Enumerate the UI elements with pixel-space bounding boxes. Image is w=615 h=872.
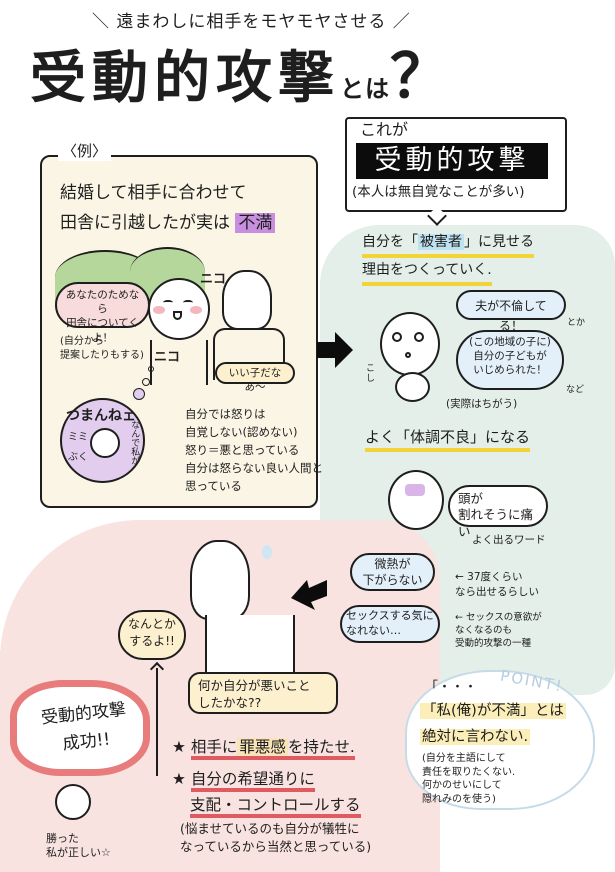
smug-face-illustration — [55, 784, 91, 820]
explanation-line: 自分は怒らない良い人間と — [185, 461, 323, 475]
thought-dot — [148, 366, 154, 372]
success-caption: 勝った 私が正しい☆ — [46, 832, 111, 860]
teary-eye-icon — [414, 332, 424, 342]
title-question-mark: ？ — [390, 42, 456, 112]
open-mouth-icon — [173, 311, 182, 320]
callout-term: 受動的攻撃 — [356, 143, 548, 179]
point-dots: 「・・・ — [425, 680, 478, 695]
title-suffix: とは — [340, 75, 390, 103]
arrow-right-icon — [317, 332, 353, 368]
illness-heading: よく「体調不良」になる — [365, 428, 531, 452]
thought-cloud-sfx: ミミ — [68, 432, 88, 443]
flow-arrow-line — [156, 668, 158, 776]
result-item-guilt: ★ 相手に罪悪感を持たせ. — [172, 738, 355, 760]
title-main: 受動的攻撃 — [30, 46, 340, 111]
thought-dot — [142, 378, 150, 386]
page-title: 受動的攻撃とは？ — [30, 40, 456, 115]
result-item-control: ★ 自分の希望通りに 支配・コントロールする — [172, 766, 361, 818]
baby-illustration — [395, 372, 430, 402]
sweat-drop-icon — [262, 545, 272, 559]
victim-highlight: 被害者 — [418, 234, 464, 250]
reality-note: (実際はちがう) — [446, 398, 518, 410]
blush-icon — [190, 306, 202, 314]
thought-cloud-sfx: ぶく — [68, 452, 88, 463]
success-burst-text: 受動的攻撃 成功!! — [40, 699, 127, 755]
explanation-line: 自覚しない(認めない) — [185, 425, 298, 439]
teary-eye-icon — [392, 332, 402, 342]
husband-face-illustration — [222, 270, 272, 330]
success-burst — [10, 680, 150, 776]
husband-speech-bubble: いい子だなあ〜 — [215, 362, 295, 393]
explanation-line: 自分では怒りは — [185, 407, 266, 421]
husband-body-illustration — [205, 615, 295, 675]
tears-sfx: こ し — [366, 364, 376, 384]
star-icon: ★ — [172, 770, 186, 788]
guilt-highlight: 罪悪感 — [237, 738, 288, 756]
thought-dot — [133, 388, 145, 400]
wife-speech-bubble: あなたのためなら 田舎についてくよ！ — [55, 282, 150, 344]
explanation-line: 思っている — [185, 479, 242, 493]
star-icon: ★ — [172, 738, 186, 756]
affair-speech-bubble: 夫が不倫してる！ — [456, 290, 566, 333]
affair-suffix: とか — [567, 318, 586, 328]
mouth-icon — [405, 352, 411, 358]
headache-face-illustration — [388, 470, 444, 530]
smile-sfx: ニコ — [154, 350, 181, 365]
husband-body-illustration — [213, 328, 285, 380]
libido-speech-bubble: セックスする気に なれない… — [340, 605, 440, 643]
point-statement: 「私(俺)が不満」とは 絶対に言わない. — [420, 703, 566, 745]
example-headline-line2: 田舎に引越したが実は — [60, 213, 230, 233]
wife-body-illustration — [150, 340, 208, 385]
bullying-speech-bubble: (この地域の子に) 自分の子どもが いじめられた！ — [456, 330, 564, 390]
bullying-suffix: など — [566, 385, 585, 395]
example-label: 〈例〉 — [58, 142, 112, 161]
callout-pre: これが — [360, 120, 409, 139]
blush-icon — [153, 306, 165, 314]
libido-note: ← セックスの意欲が なくなるのも 受動的攻撃の一種 — [455, 612, 542, 649]
dissatisfaction-highlight: 不満 — [235, 213, 276, 233]
example-headline-line1: 結婚して相手に合わせて — [60, 183, 247, 203]
victim-heading: 自分を「被害者」に見せる 理由をつくっていく. — [362, 230, 534, 286]
smile-eye-icon — [183, 300, 193, 305]
frown-lines-icon — [405, 484, 425, 496]
example-headline: 結婚して相手に合わせて 田舎に引越したが実は 不満 — [60, 178, 276, 238]
victim-line2: 理由をつくっていく. — [362, 258, 492, 286]
thought-cloud-side: なんで私が — [129, 420, 140, 465]
arrow-left-icon — [291, 580, 327, 610]
angry-face-illustration — [90, 428, 120, 458]
explanation-line: 怒り＝悪と思っている — [185, 443, 300, 457]
smile-sfx: ニコ — [200, 272, 227, 287]
example-explanation: 自分では怒りは 自覚しない(認めない) 怒り＝悪と思っている 自分は怒らない良い… — [185, 405, 323, 495]
headache-note: よく出るワード — [472, 534, 546, 546]
fever-note: ← 37度くらい なら出せるらしい — [455, 571, 539, 598]
thought-cloud-main: つまんねェ — [66, 408, 136, 424]
callout-note: (本人は無自覚なことが多い) — [352, 184, 525, 200]
headache-speech-bubble: 頭が 割れそうに痛い — [448, 485, 548, 539]
point-note: (自分を主語にして 責任を取りたくない. 何かのせいにして 隠れみのを使う) — [422, 753, 516, 805]
crying-face-illustration — [380, 312, 440, 376]
worried-husband-face-illustration — [190, 540, 250, 620]
page-subtitle: ＼ 遠まわしに相手をモヤモヤさせる ／ — [92, 12, 411, 32]
wife-note: (自分から 提案したりもする) — [60, 336, 144, 361]
self-blame-speech-bubble: 何か自分が悪いこと したかな?? — [188, 672, 338, 714]
reassure-speech-bubble: なんとか するよ!! — [118, 610, 186, 660]
results-note: (悩ませているのも自分が犠牲に なっているから当然と思っている) — [180, 821, 372, 854]
smile-eye-icon — [163, 300, 173, 305]
fever-speech-bubble: 微熱が 下がらない — [350, 553, 435, 591]
